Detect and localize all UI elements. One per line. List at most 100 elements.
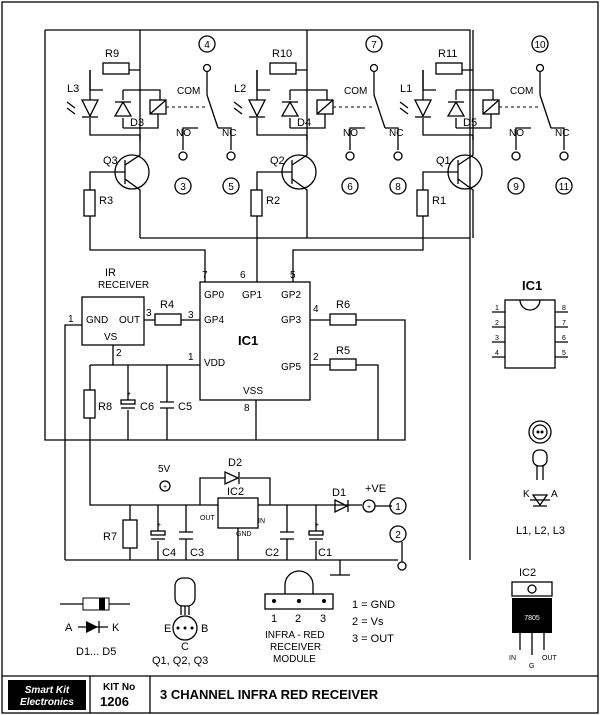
ir-vs: VS — [104, 332, 118, 343]
transistor-b: B — [201, 623, 208, 635]
ic1-label: IC1 — [238, 333, 258, 348]
reg-g: G — [529, 663, 534, 670]
terminal-4: 4 — [204, 40, 210, 51]
kit-no: 1206 — [100, 694, 129, 709]
channel-1: R9 L3 D3 Q3 R3 4 3 5 COM NO NC — [66, 30, 240, 282]
label-ic2: IC2 — [227, 486, 244, 498]
diode-a: A — [65, 622, 73, 634]
module-label-2: RECEIVER — [270, 642, 321, 653]
label-no-1: NO — [176, 128, 191, 139]
label-com-2: COM — [344, 86, 367, 97]
label-r6: R6 — [336, 299, 350, 311]
title-block — [2, 675, 598, 713]
transistor-e: E — [164, 623, 171, 635]
diode-d1 — [334, 498, 349, 514]
legend-out: 3 = OUT — [352, 633, 394, 645]
pinout-7: 7 — [562, 320, 566, 327]
svg-text:+: + — [315, 522, 319, 529]
pin-gp3: GP3 — [281, 315, 301, 326]
regulator-label: 7805 — [524, 615, 540, 622]
diode-d3 — [113, 100, 133, 117]
pinout-ic1 — [504, 299, 556, 369]
led-caption: L1, L2, L3 — [516, 525, 565, 537]
ic2-gnd: GND — [236, 531, 252, 538]
module-pin-2: 2 — [295, 613, 301, 625]
label-c2: C2 — [265, 547, 279, 559]
cap-c4 — [150, 530, 166, 536]
reg-out: OUT — [542, 655, 558, 662]
label-c3: C3 — [190, 547, 204, 559]
label-vplus: +VE — [365, 483, 386, 495]
ir-pin-3: 3 — [146, 308, 152, 319]
regulator-body — [512, 598, 552, 633]
pin-num-1: 1 — [188, 352, 194, 363]
supply-rail — [45, 29, 471, 560]
ground-symbol — [330, 560, 350, 576]
pin-num-7: 7 — [202, 270, 208, 281]
pinout-4: 4 — [495, 350, 499, 357]
pinout-6: 6 — [562, 335, 566, 342]
pin-gp2: GP2 — [281, 290, 301, 301]
led-k: K — [523, 489, 530, 500]
led-l3 — [80, 99, 100, 118]
pin-vdd: VDD — [204, 358, 225, 369]
terminal-3: 3 — [180, 182, 186, 193]
brand-line-2: Electronics — [20, 697, 74, 708]
terminal-6: 6 — [347, 182, 353, 193]
module-pin-1: 1 — [271, 613, 277, 625]
transistor-c: C — [181, 641, 189, 653]
label-q1: Q1 — [436, 155, 451, 167]
resistor-r6 — [329, 313, 357, 326]
ic2-regulator — [217, 497, 259, 529]
regulator-tab — [511, 581, 553, 597]
ir-label-2: RECEIVER — [98, 280, 149, 291]
cap-c6 — [120, 399, 136, 405]
ic2-in: IN — [258, 518, 265, 525]
pin-num-2: 2 — [313, 352, 319, 363]
terminal-8: 8 — [395, 182, 401, 193]
ir-pin-2: 2 — [116, 348, 122, 359]
svg-text:+: + — [163, 484, 167, 491]
label-r5: R5 — [336, 345, 350, 357]
ir-module — [264, 593, 334, 610]
cap-c2 — [280, 531, 294, 540]
resistor-r9 — [102, 62, 130, 75]
diagram-title: 3 CHANNEL INFRA RED RECEIVER — [160, 687, 379, 702]
resistor-r8 — [83, 389, 96, 419]
resistor-r5 — [329, 358, 357, 371]
svg-text:+: + — [157, 522, 161, 529]
ic1-body — [199, 281, 311, 401]
terminal-2: 2 — [395, 530, 401, 541]
pin-num-3: 3 — [188, 310, 194, 321]
label-r4: R4 — [160, 299, 174, 311]
label-5v: 5V — [158, 464, 171, 475]
pin-gp1: GP1 — [242, 290, 262, 301]
label-r1: R1 — [432, 195, 446, 207]
label-no-2: NO — [343, 128, 358, 139]
pin-num-5: 5 — [290, 270, 296, 281]
module-pin-3: 3 — [320, 613, 326, 625]
svg-text:+: + — [127, 391, 131, 398]
label-d3: D3 — [130, 117, 144, 129]
pinout-ic1-label: IC1 — [522, 278, 542, 293]
terminal-5: 5 — [228, 182, 234, 193]
terminal-11: 11 — [559, 182, 570, 193]
ir-gnd: GND — [86, 315, 108, 326]
diode-k: K — [112, 622, 120, 634]
channel-3: R11 L1 D5 Q1 R1 10 9 11 COM NO NC — [292, 30, 573, 282]
terminal-7: 7 — [371, 40, 377, 51]
led-a: A — [551, 489, 558, 500]
pin-num-4: 4 — [313, 304, 319, 315]
resistor-r4 — [154, 313, 182, 326]
pinout-8: 8 — [562, 305, 566, 312]
label-c1: C1 — [318, 547, 332, 559]
ir-pin-1: 1 — [68, 314, 74, 325]
label-d5: D5 — [463, 117, 477, 129]
module-label-1: INFRA - RED — [265, 630, 324, 641]
label-r10: R10 — [272, 48, 292, 60]
label-l1: L1 — [400, 83, 412, 95]
kit-no-label: KIT No — [103, 682, 135, 693]
label-r7: R7 — [103, 531, 117, 543]
diode-d2 — [224, 470, 240, 486]
